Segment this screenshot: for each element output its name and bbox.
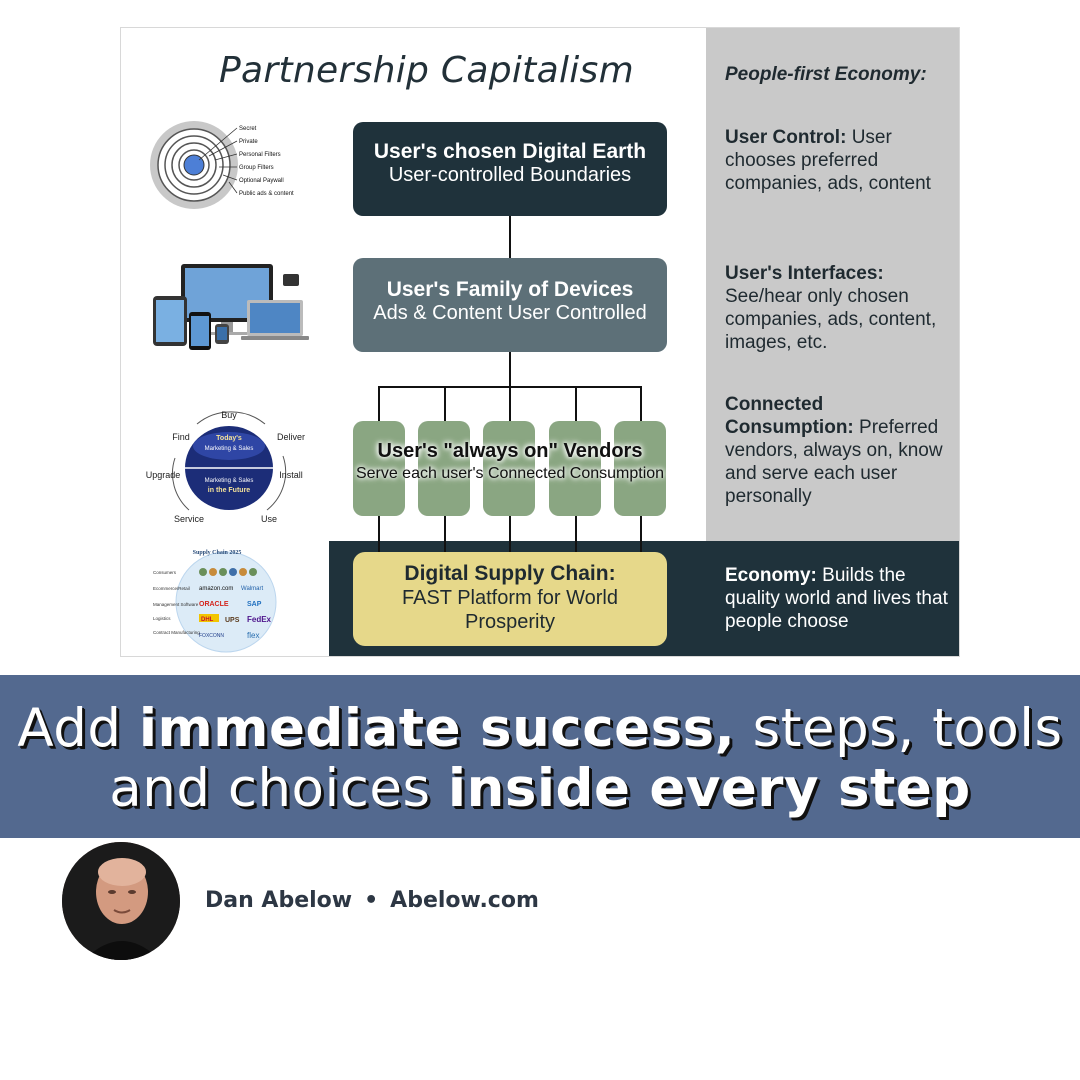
devices-title: User's Family of Devices: [386, 278, 634, 301]
avatar-portrait-icon: [62, 842, 180, 960]
headline-part: Add: [17, 698, 139, 759]
side-block-text: Preferred vendors, always on, know and s…: [725, 417, 943, 507]
headline-banner: Add immediate success, steps, tools and …: [0, 675, 1080, 838]
brand-logo: ORACLE: [199, 601, 229, 608]
brand-logo: FOXCONN: [199, 633, 224, 639]
supply-row: Ecommerce/Retail: [153, 586, 190, 591]
connector-rise: [378, 515, 380, 553]
vendors-subtitle: Serve each user's Connected Consumption: [355, 465, 665, 482]
supply-chain-icon: Supply Chain 2025 Consumers Ecommerce/Re…: [153, 550, 277, 653]
brand-logo: FedEx: [247, 615, 272, 624]
vendor-pill: [418, 421, 470, 516]
digital-earth-box: User's chosen Digital Earth User-control…: [353, 122, 667, 216]
brand-logo: flex: [247, 631, 259, 640]
devices-subtitle: Ads & Content User Controlled: [373, 302, 647, 324]
vendor-pill: [483, 421, 535, 516]
connector-earth-devices: [509, 216, 511, 258]
headline-text: Add immediate success, steps, tools and …: [0, 699, 1080, 819]
ring-label: Public ads & content: [239, 191, 294, 197]
author-byline: Dan Abelow • Abelow.com: [205, 888, 539, 913]
byline-separator: •: [364, 888, 379, 913]
economy-title: Economy:: [725, 565, 817, 586]
cycle-label: Install: [279, 470, 303, 480]
side-block-title: User's Interfaces:: [725, 263, 884, 284]
author-name: Dan Abelow: [205, 888, 353, 913]
slide-title: Partnership Capitalism: [219, 50, 634, 91]
ring-label: Personal Filters: [239, 152, 281, 158]
cycle-inner-bottom2: in the Future: [208, 487, 250, 494]
cycle-label: Find: [172, 432, 190, 442]
economy-block: Economy: Builds the quality world and li…: [725, 564, 950, 633]
marketing-cycle-icon: Today's Marketing & Sales Marketing & Sa…: [146, 410, 305, 524]
connector-rise: [575, 515, 577, 553]
vendor-pill: [353, 421, 405, 516]
diagram-slide: Partnership Capitalism User's chosen Dig…: [120, 27, 960, 657]
side-block-text: User chooses preferred companies, ads, c…: [725, 127, 931, 194]
supply-icon-title: Supply Chain 2025: [193, 550, 242, 556]
family-devices-box: User's Family of Devices Ads & Content U…: [353, 258, 667, 352]
side-block-user-control: User Control: User chooses preferred com…: [725, 126, 950, 195]
cycle-label: Use: [261, 514, 277, 524]
side-block-text: See/hear only chosen companies, ads, con…: [725, 286, 937, 353]
cycle-inner-bottom: Marketing & Sales: [205, 478, 254, 484]
brand-logo: UPS: [225, 617, 240, 624]
cycle-inner-top2: Marketing & Sales: [205, 446, 254, 452]
side-block-connected: Connected Consumption: Preferred vendors…: [725, 393, 950, 508]
vendor-pill: [614, 421, 666, 516]
connector-drop: [575, 386, 577, 422]
supply-row: Management Software: [153, 602, 199, 607]
economy-text: Builds the quality world and lives that …: [725, 565, 948, 632]
connector-drop: [444, 386, 446, 422]
connector-drop: [509, 386, 511, 422]
ring-label: Group Filters: [239, 165, 274, 171]
cycle-inner-top: Today's: [216, 435, 242, 442]
digital-supply-chain-box: Digital Supply Chain: FAST Platform for …: [353, 552, 667, 646]
connector-rise: [444, 515, 446, 553]
privacy-rings-icon: Secret Private Personal Filters Group Fi…: [150, 121, 294, 209]
vendors-label: User's "always on" Vendors Serve each us…: [349, 440, 671, 483]
side-block-title: User Control:: [725, 127, 847, 148]
connector-devices-hub: [509, 352, 511, 387]
vendors-title: User's "always on" Vendors: [377, 440, 643, 462]
cycle-label: Deliver: [277, 432, 305, 442]
side-heading: People-first Economy:: [725, 64, 927, 85]
side-block-title: Connected Consumption:: [725, 394, 854, 438]
supply-title: Digital Supply Chain:: [404, 562, 616, 585]
earth-subtitle: User-controlled Boundaries: [388, 164, 632, 186]
cycle-label: Buy: [221, 410, 237, 420]
ring-label: Secret: [239, 126, 257, 132]
supply-row: Contract Manufacturing: [153, 630, 200, 635]
supply-line2: FAST Platform for World: [402, 587, 618, 609]
headline-part: and choices: [109, 758, 448, 819]
headline-part: steps, tools: [735, 698, 1063, 759]
connector-rise: [509, 515, 511, 553]
connector-drop: [640, 386, 642, 422]
ring-label: Private: [239, 139, 258, 145]
side-block-interfaces: User's Interfaces: See/hear only chosen …: [725, 262, 950, 354]
devices-icon: [153, 264, 309, 350]
brand-logo: Walmart: [241, 586, 263, 592]
earth-title: User's chosen Digital Earth: [373, 140, 647, 163]
brand-logo: SAP: [247, 601, 262, 608]
author-site-link[interactable]: Abelow.com: [390, 888, 539, 913]
cycle-label: Upgrade: [146, 470, 181, 480]
vendor-pill: [549, 421, 601, 516]
side-panel: [706, 28, 959, 541]
brand-logo: amazon.com: [199, 586, 233, 592]
brand-logo: DHL: [201, 617, 214, 623]
supply-row: Logistics: [153, 616, 171, 621]
author-avatar: [62, 842, 180, 960]
connector-rise: [640, 515, 642, 553]
headline-emphasis: inside every step: [447, 758, 971, 819]
headline-emphasis: immediate success,: [138, 698, 736, 759]
supply-row: Consumers: [153, 570, 177, 575]
cycle-label: Service: [174, 514, 204, 524]
connector-drop: [378, 386, 380, 422]
ring-label: Optional Paywall: [239, 178, 284, 184]
supply-line3: Prosperity: [464, 611, 556, 633]
